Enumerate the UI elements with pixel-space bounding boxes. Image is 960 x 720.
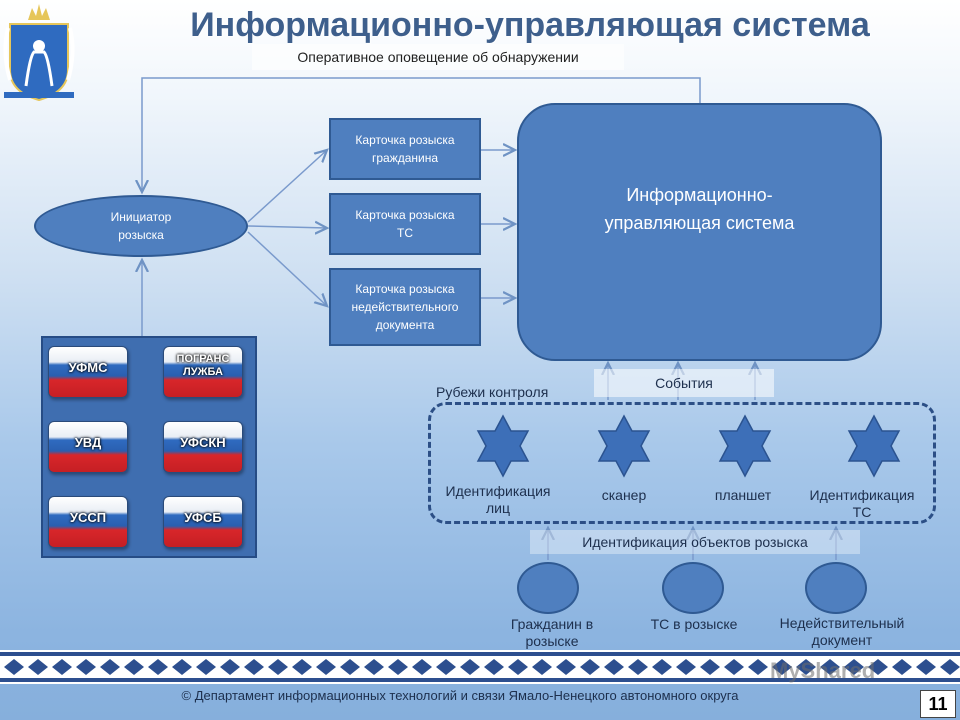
star-icon <box>718 414 772 478</box>
coat-of-arms-icon <box>3 4 75 102</box>
ornament-motif <box>4 659 24 675</box>
footer-copyright: © Департамент информационных технологий … <box>181 688 739 703</box>
star-icon <box>597 414 651 478</box>
ornament-motif <box>556 659 576 675</box>
object-citizen-node <box>517 562 579 614</box>
ornament-motif <box>196 659 216 675</box>
ornament-motif <box>388 659 408 675</box>
ornament-motif <box>916 659 936 675</box>
ornament-motif <box>220 659 240 675</box>
ornament-motif <box>580 659 600 675</box>
ornament-motif <box>628 659 648 675</box>
ornament-motif <box>268 659 288 675</box>
control-zone-title: Рубежи контроля <box>436 384 549 400</box>
events-label: События <box>594 369 774 397</box>
star-icon <box>476 414 530 478</box>
ornament-motif <box>412 659 432 675</box>
ornament-motif <box>364 659 384 675</box>
initiator-to-card3-line <box>247 231 327 306</box>
object-document-node <box>805 562 867 614</box>
ornament-motif <box>796 659 816 675</box>
ornament-motif <box>460 659 480 675</box>
ornament-motif <box>532 659 552 675</box>
ornament-motif <box>508 659 528 675</box>
card-vehicle: Карточка розыска ТС <box>329 193 481 255</box>
watermark-logo: MyShared <box>770 658 876 683</box>
ornament-motif <box>340 659 360 675</box>
ornament-motif <box>100 659 120 675</box>
agency-border-service-flag: ПОГРАНС ЛУЖБА <box>163 346 243 398</box>
initiator-to-card1-line <box>247 150 327 223</box>
ornament-motif <box>772 659 792 675</box>
ornament-motif <box>700 659 720 675</box>
ornament-motif <box>676 659 696 675</box>
agency-ufsb-flag: УФСБ <box>163 496 243 548</box>
control-zone <box>428 402 936 524</box>
ornament-motif <box>316 659 336 675</box>
ornament-motif <box>52 659 72 675</box>
device-tablet: планшет <box>714 487 772 503</box>
ornament-motif <box>724 659 744 675</box>
card-document: Карточка розыска недействительного докум… <box>329 268 481 346</box>
page-number: 11 <box>920 690 956 718</box>
ornament-motif <box>844 659 864 675</box>
object-document-label: Недействительный документ <box>779 615 905 648</box>
card-citizen: Карточка розыска гражданина <box>329 118 481 180</box>
ornament-motif <box>436 659 456 675</box>
ornament-motif <box>244 659 264 675</box>
device-face-id: Идентификация лиц <box>445 483 551 516</box>
ornament-motif <box>28 659 48 675</box>
identification-label: Идентификация объектов розыска <box>530 530 860 554</box>
initiator-label: Инициатор розыска <box>110 210 172 242</box>
notify-line <box>142 77 701 192</box>
ornament-motif <box>124 659 144 675</box>
agency-ussp-flag: УССП <box>48 496 128 548</box>
ornament-motif <box>820 659 840 675</box>
ornament-motif <box>892 659 912 675</box>
initiator-to-card2-line <box>247 226 327 228</box>
ius-node: Информационно- управляющая система <box>517 103 882 361</box>
page-title: Информационно-управляющая система <box>190 6 870 44</box>
object-citizen-label: Гражданин в розыске <box>510 616 594 649</box>
ornament-motif <box>76 659 96 675</box>
ornament-border <box>0 650 960 684</box>
star-icon <box>847 414 901 478</box>
object-vehicle-label: ТС в розыске <box>650 616 738 632</box>
ornament-motif <box>604 659 624 675</box>
ornament-motif <box>292 659 312 675</box>
object-vehicle-node <box>662 562 724 614</box>
ornament-motif <box>868 659 888 675</box>
agency-ufskn-flag: УФСКН <box>163 421 243 473</box>
alert-banner: Оперативное оповещение об обнаружении <box>252 44 624 70</box>
device-scanner: сканер <box>601 487 647 503</box>
initiator-node: Инициатор розыска <box>34 195 248 257</box>
ornament-motif <box>652 659 672 675</box>
agency-ufms-flag: УФМС <box>48 346 128 398</box>
ornament-motif <box>748 659 768 675</box>
ornament-motif <box>484 659 504 675</box>
ornament-motif <box>172 659 192 675</box>
agency-uvd-flag: УВД <box>48 421 128 473</box>
ornament-motif <box>940 659 960 675</box>
ornament-motif <box>148 659 168 675</box>
device-vehicle-id: Идентификация ТС <box>809 487 915 520</box>
